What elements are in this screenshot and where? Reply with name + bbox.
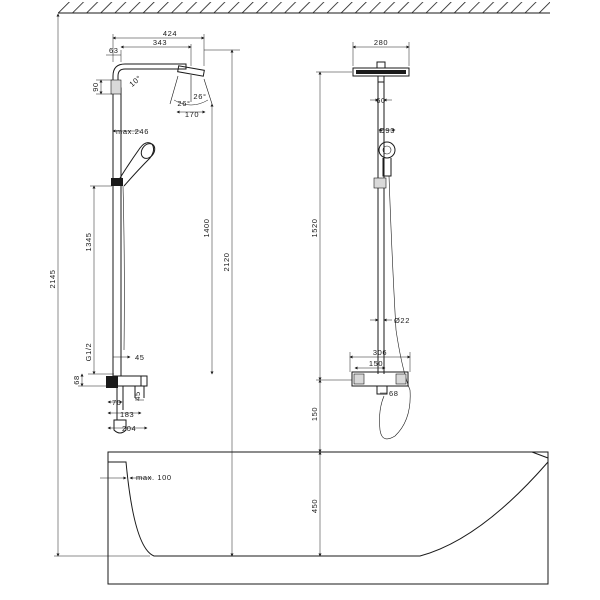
ceiling <box>58 2 550 14</box>
dim-204: 204 <box>122 424 136 433</box>
dimension-lines <box>54 13 411 557</box>
dim-1400: 1400 <box>202 218 211 237</box>
dim-68-right: 68 <box>389 389 399 398</box>
dim-90: 90 <box>91 82 100 92</box>
dim-280: 280 <box>374 38 388 47</box>
dim-diameter-93: Ø93 <box>379 126 395 135</box>
dim-60: 60 <box>376 96 386 105</box>
dim-45-connection: 45 <box>135 353 145 362</box>
dim-diameter-22: Ø22 <box>394 316 410 325</box>
dim-183: 183 <box>120 410 134 419</box>
dim-70: 70 <box>112 398 122 407</box>
dim-max-100: max. 100 <box>136 473 172 482</box>
dim-150-height: 150 <box>310 407 319 421</box>
dim-g-1-2: G1/2 <box>84 343 93 362</box>
dim-2145: 2145 <box>48 269 57 288</box>
dim-343: 343 <box>153 38 167 47</box>
dim-max-246: max.246 <box>116 127 149 136</box>
dim-424: 424 <box>163 29 177 38</box>
dim-10-degree: 10° <box>127 73 143 88</box>
side-view-shower <box>106 63 213 434</box>
dim-1520: 1520 <box>310 218 319 237</box>
dim-63: 63 <box>109 46 119 55</box>
dim-45-spout: 45 <box>133 391 142 401</box>
dim-450: 450 <box>310 499 319 513</box>
dimension-labels: 424 343 63 10° 90 26° 26° 170 max.246 13… <box>48 29 410 513</box>
front-view-shower <box>351 61 411 440</box>
dim-170: 170 <box>185 110 199 119</box>
dim-26-degree-left: 26° <box>177 99 190 108</box>
dim-150-front: 150 <box>369 359 383 368</box>
dim-26-degree-right: 26° <box>193 92 206 101</box>
dim-1345: 1345 <box>84 232 93 251</box>
bathtub <box>107 451 549 585</box>
dim-2120: 2120 <box>222 252 231 271</box>
dim-306: 306 <box>373 348 387 357</box>
dim-68-left: 68 <box>72 375 81 385</box>
